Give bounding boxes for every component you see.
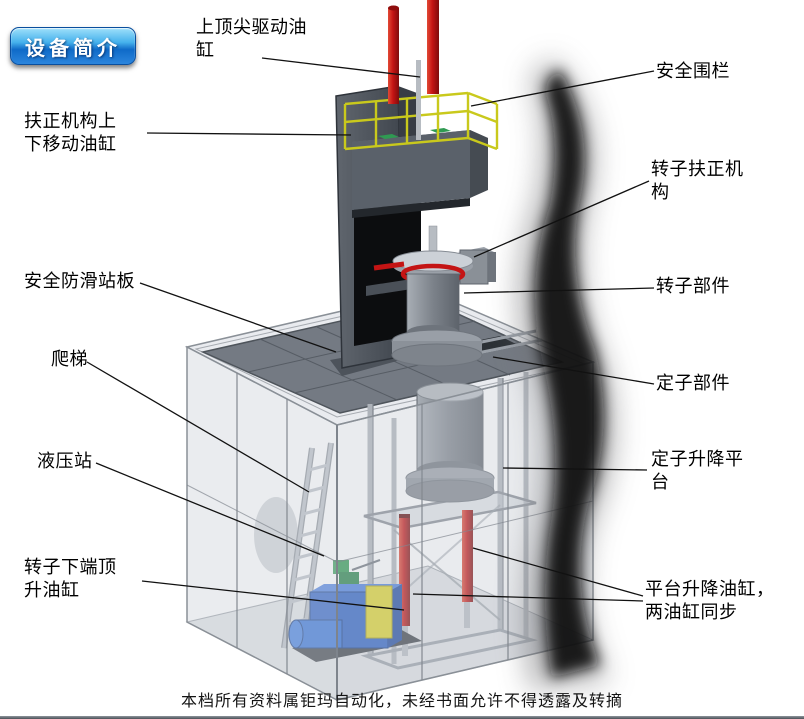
leader-safety-fence [470,70,655,107]
leader-stator-lift-platform [502,467,648,471]
label-centering-lift-cylinder: 扶正机构上 下移动油缸 [24,111,117,155]
stator-assembly [405,382,495,503]
leader-rotor-centering [473,180,650,258]
bottom-edge-divider [0,716,804,719]
label-rotor-bottom-jack-cylinder: 转子下端顶 升油缸 [24,557,117,601]
rotor-assembly [366,225,496,367]
leader-top-drive-cylinder [261,57,421,78]
leader-platform-cylinder-a [472,547,644,597]
leader-platform-cylinder-b [412,593,644,602]
top-drive-cylinder-rods [388,0,439,140]
leader-lines [86,57,655,611]
label-stator-lift-platform: 定子升降平 台 [651,449,744,493]
leader-hydraulic-station [95,462,325,557]
title-badge: 设备简介 [10,27,136,65]
label-rotor-centering-mechanism: 转子扶正机 构 [651,159,744,203]
label-ladder: 爬梯 [51,349,88,369]
label-antislip-platform: 安全防滑站板 [24,271,135,291]
label-platform-lift-cylinders: 平台升降油缸， 两油缸同步 [645,579,775,623]
safety-fence-railing [343,91,499,151]
label-top-drive-cylinder: 上顶尖驱动油 缸 [196,17,307,61]
leader-centering-lift-cylinder [146,132,352,136]
label-hydraulic-station: 液压站 [37,451,93,471]
leader-rotor-component [463,287,655,294]
label-stator-component: 定子部件 [656,373,730,393]
label-safety-fence: 安全围栏 [656,61,730,81]
label-rotor-component: 转子部件 [656,276,730,296]
leader-stator-component [492,356,655,385]
leader-antislip-platform [139,282,337,353]
leader-ladder [86,361,310,493]
leader-rotor-jack-cylinder [141,580,405,611]
copyright-footer: 本档所有资料属钜玛自动化，未经书面允许不得透露及转摘 [180,693,623,710]
smoke-shadow [517,60,616,690]
title-badge-label: 设备简介 [25,37,121,60]
